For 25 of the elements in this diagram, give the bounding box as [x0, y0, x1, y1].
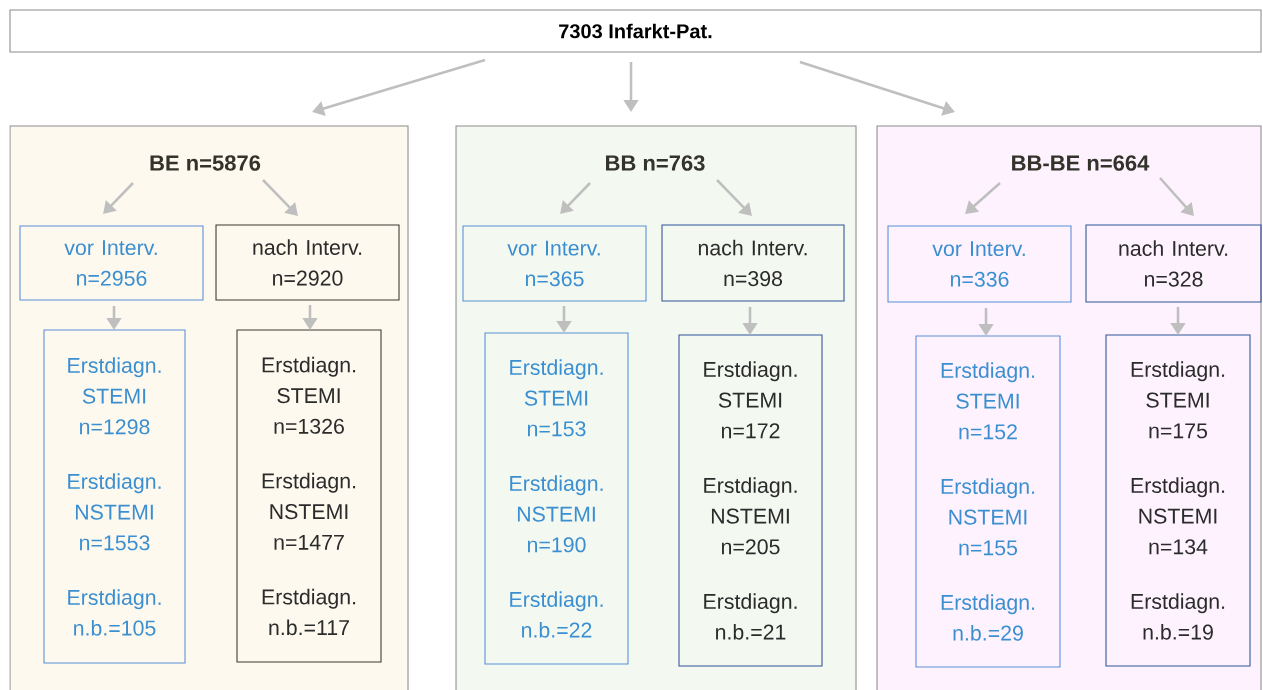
arrow [262, 179, 298, 216]
category-box: vor Interv. n=336 [887, 225, 1072, 303]
group-panel [9, 125, 409, 690]
diagnosis-box: Erstdiagn. STEMI n=172 Erstdiagn. NSTEMI n=205 Erstdiagn. n.b.=21 [678, 334, 823, 667]
arrow [103, 182, 134, 214]
category-box: nach Interv. n=398 [661, 224, 845, 302]
diagnosis-box: Erstdiagn. STEMI n=175 Erstdiagn. NSTEMI n=134 Erstdiagn. n.b.=19 [1105, 334, 1251, 667]
category-box: nach Interv. n=2920 [215, 224, 400, 301]
diagnosis-box: Erstdiagn. STEMI n=152 Erstdiagn. NSTEMI n=155 Erstdiagn. n.b.=29 [915, 335, 1061, 668]
category-box: vor Interv. n=2956 [19, 225, 204, 301]
arrow [965, 182, 1001, 214]
group-heading: BE n=5876 [150, 155, 261, 171]
category-box: nach Interv. n=328 [1085, 224, 1262, 303]
arrow [560, 182, 591, 214]
diagnosis-box: Erstdiagn. STEMI n=153 Erstdiagn. NSTEMI n=190 Erstdiagn. n.b.=22 [484, 332, 629, 665]
category-box: vor Interv. n=365 [462, 225, 647, 302]
diagnosis-box: Erstdiagn. STEMI n=1326 Erstdiagn. NSTEMI n=1477 Erstdiagn. n.b.=117 [236, 329, 382, 663]
arrow [716, 179, 752, 216]
group-panel [455, 125, 857, 690]
diagnosis-box: Erstdiagn. STEMI n=1298 Erstdiagn. NSTEMI n=1553 Erstdiagn. n.b.=105 [43, 329, 186, 664]
group-heading: BB n=763 [606, 155, 705, 171]
arrow [1159, 177, 1194, 216]
header-box: 7303 Infarkt-Pat. [9, 9, 1262, 53]
group-heading: BB-BE n=664 [1012, 155, 1150, 171]
group-panel [876, 125, 1262, 690]
